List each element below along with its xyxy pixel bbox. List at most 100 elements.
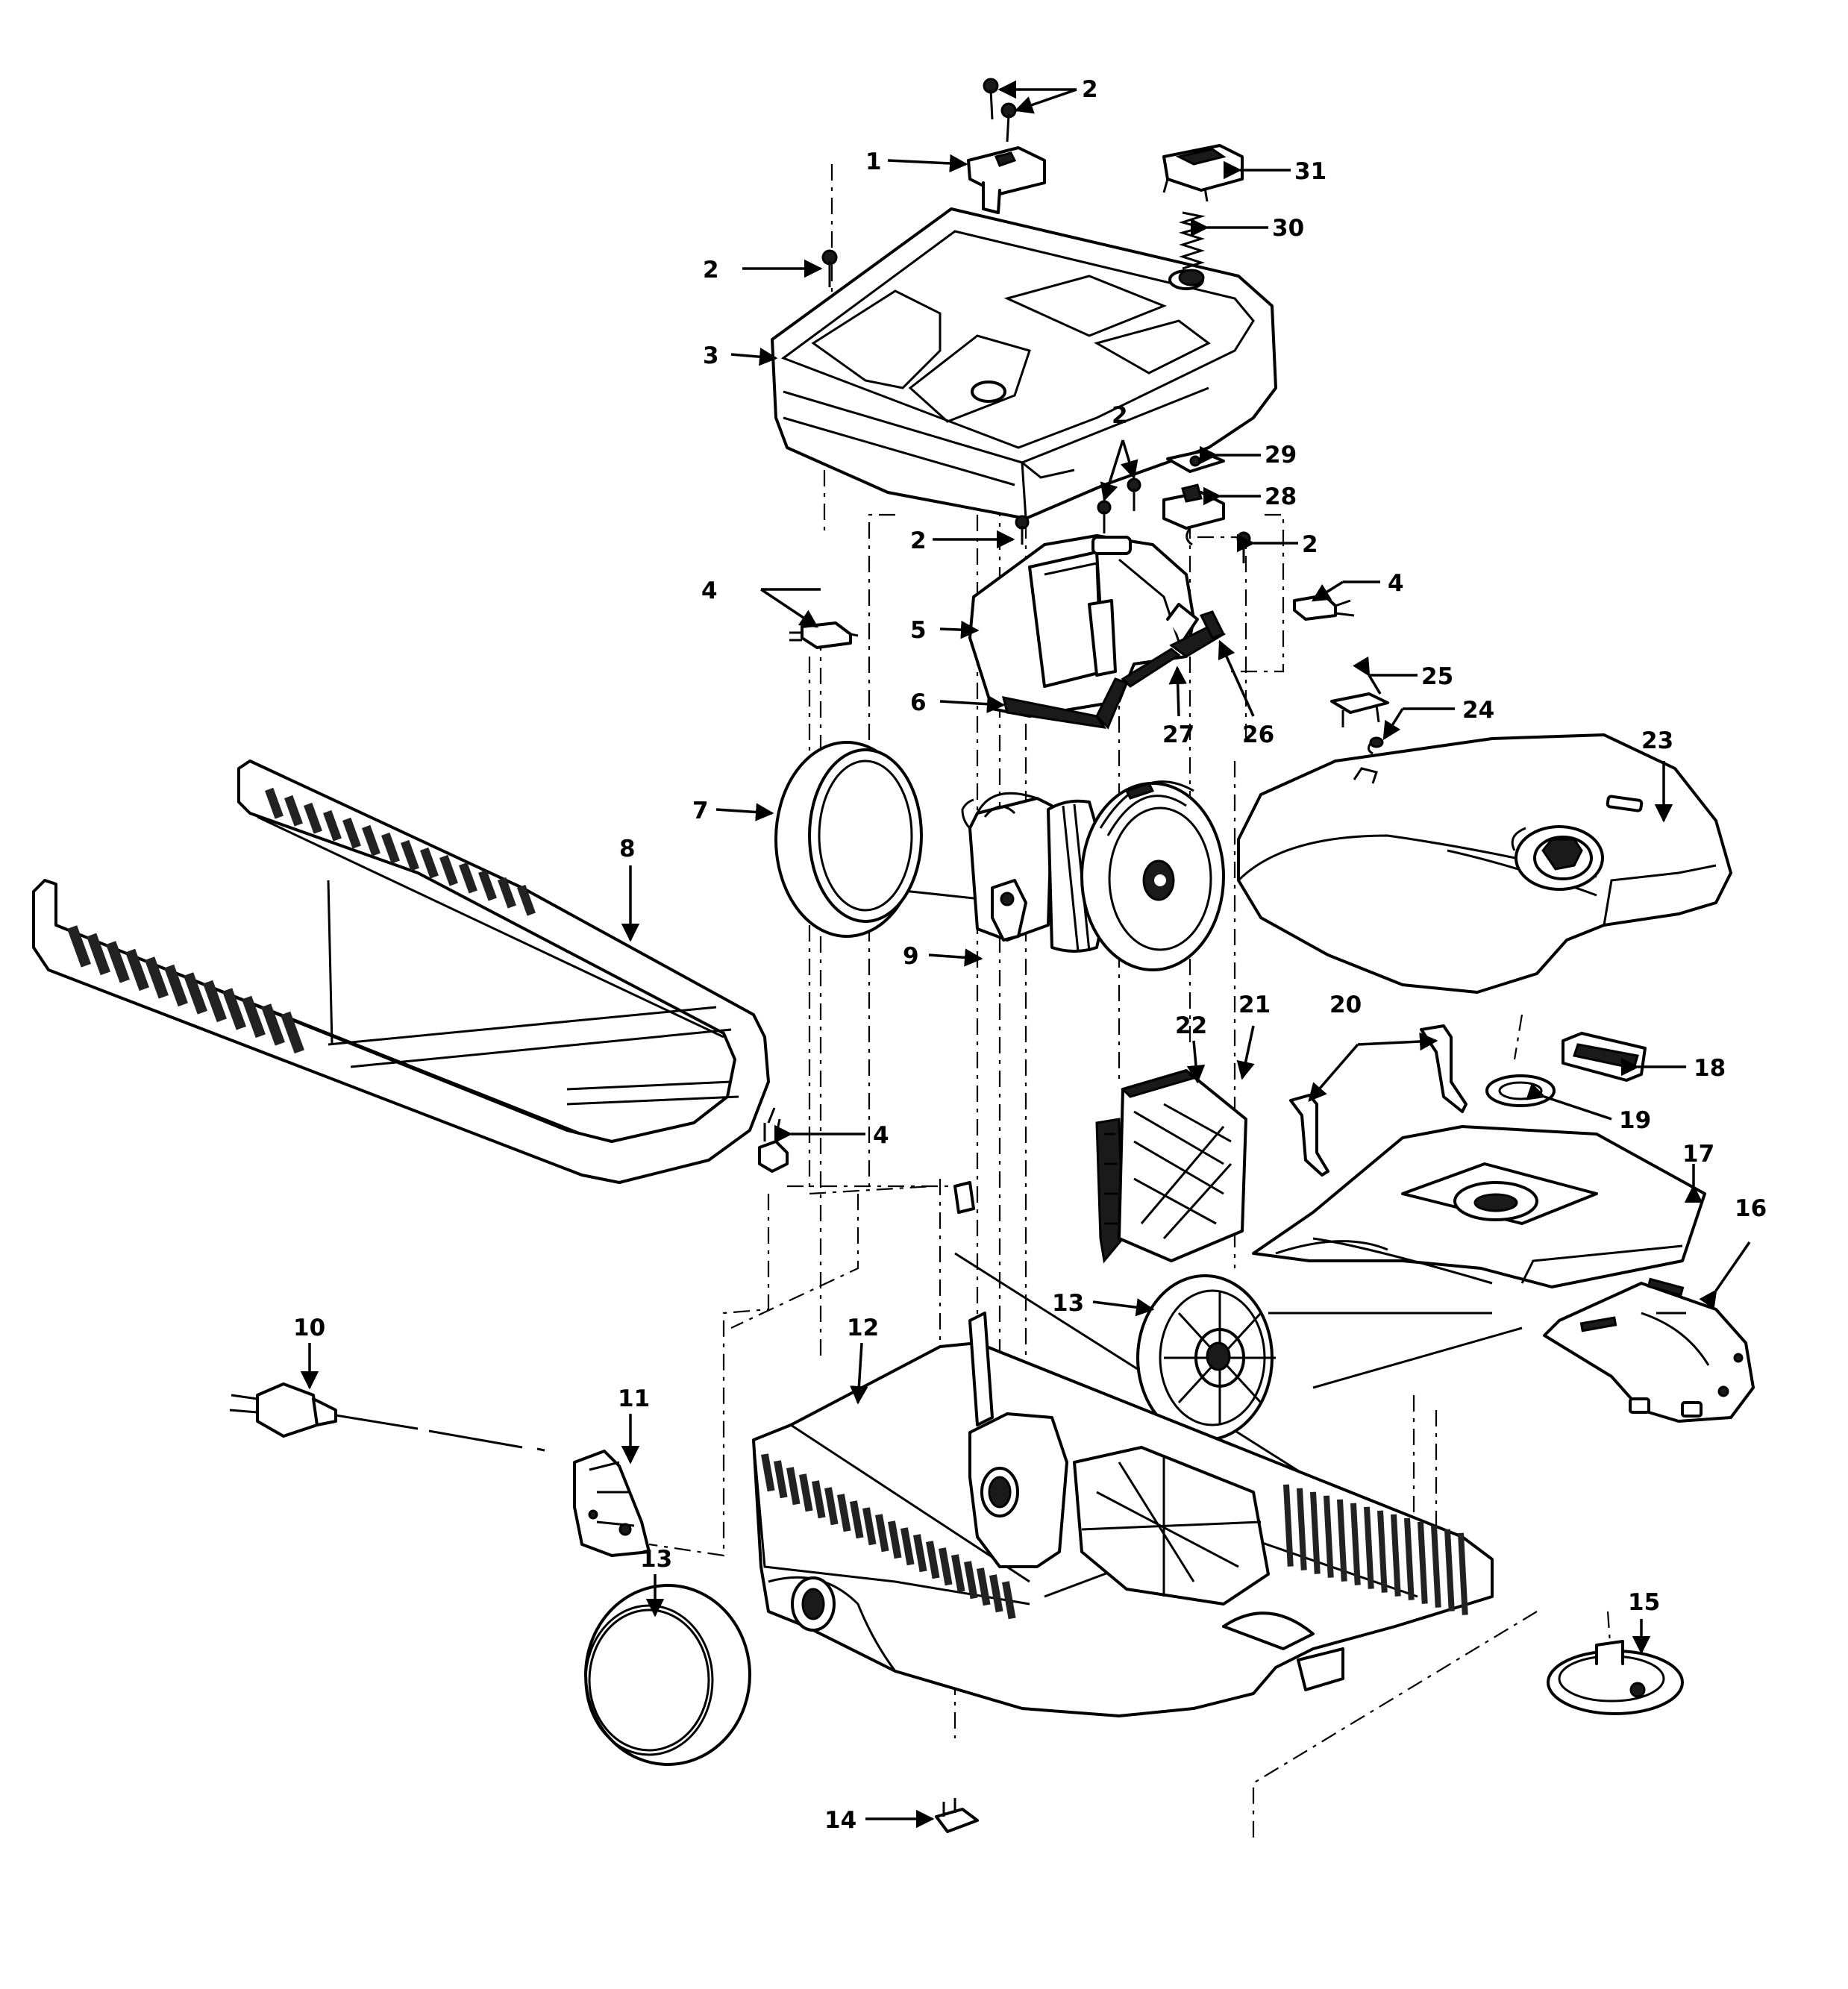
part-11-cord-holder: [573, 1450, 651, 1557]
part-10-power-cord: [229, 1382, 545, 1452]
callout-3: 3: [703, 342, 719, 369]
callout-31: 31: [1294, 158, 1327, 185]
part-18-latch-block: [1562, 1032, 1647, 1082]
grille-slot: [458, 862, 477, 894]
part-14-foot: [935, 1798, 979, 1833]
callout-11: 11: [618, 1385, 650, 1412]
grille-slot: [1337, 1499, 1347, 1582]
part-5-motor-housing: [968, 534, 1199, 718]
callout-7: 7: [692, 798, 709, 824]
grille-slot: [888, 1520, 902, 1559]
part-4-connector-lower: [758, 1107, 789, 1173]
part-27-gasket-strip: [1121, 648, 1181, 688]
grille-slot: [381, 832, 400, 864]
callout-2-housing-right: 2: [1302, 531, 1318, 558]
grille-slot: [106, 941, 130, 983]
grille-slot: [323, 809, 342, 842]
grille-slot: [87, 933, 110, 976]
grille-slot: [926, 1541, 940, 1579]
part-24-pin: [1368, 736, 1384, 755]
callout-4-lower: 4: [873, 1122, 889, 1149]
part-31-release-button: [1162, 144, 1244, 202]
part-1-latch: [967, 146, 1046, 214]
grille-slot: [439, 854, 458, 886]
grille-slot: [963, 1561, 978, 1600]
callout-13-front: 13: [640, 1546, 672, 1573]
grille-slot: [989, 1574, 1003, 1613]
part-13-wheel-front: [584, 1584, 751, 1766]
grille-slot: [774, 1460, 788, 1499]
screw-housing-left: [1015, 515, 1030, 545]
grille-slot: [1324, 1495, 1334, 1578]
grille-slot: [1458, 1532, 1468, 1615]
grille-slot: [1418, 1521, 1428, 1604]
grille-slot: [145, 956, 169, 999]
callout-14: 14: [824, 1807, 856, 1834]
grille-slot: [284, 795, 303, 827]
grille-slot: [1310, 1491, 1321, 1574]
callout-22: 22: [1175, 1012, 1207, 1039]
grille-slot: [67, 925, 91, 968]
screw-housing-right: [1236, 531, 1251, 563]
part-7-motor-ring: [774, 741, 923, 938]
callout-27: 27: [1162, 721, 1194, 748]
grille-slot: [261, 1003, 285, 1046]
grille-slot: [862, 1507, 877, 1546]
grille-slot: [1283, 1484, 1294, 1567]
grille-slot: [950, 1554, 965, 1593]
grille-slot: [1350, 1503, 1361, 1585]
grille-slot: [874, 1514, 889, 1553]
callout-10: 10: [293, 1315, 325, 1341]
grille-slot: [1297, 1488, 1307, 1570]
part-26-gasket-corner: [1169, 610, 1227, 658]
callout-5: 5: [910, 617, 927, 644]
grille-slot: [342, 817, 361, 849]
part-19-seal-ring: [1485, 1074, 1556, 1107]
part-3-top-cover: [771, 207, 1277, 520]
grille-slot: [1391, 1514, 1401, 1597]
callout-28: 28: [1265, 483, 1297, 510]
part-15-bottom-cover: [1547, 1640, 1684, 1715]
callout-16: 16: [1735, 1195, 1767, 1222]
callout-labels: 2 1 31 30 2 3 2 29 28 2 2 4 4 5 25 24 6 …: [293, 76, 1767, 1834]
screw-top-a: [983, 78, 999, 120]
part-6-gasket: [1001, 677, 1129, 730]
grille-slot: [1001, 1581, 1016, 1620]
part-16-rear-bracket: [1543, 1277, 1755, 1423]
callout-2-left: 2: [703, 257, 719, 284]
callout-2-top: 2: [1082, 76, 1098, 103]
grille-slot: [1364, 1506, 1374, 1589]
screw-top-b: [1000, 102, 1017, 142]
leader-lines: [300, 80, 1751, 1829]
part-13-wheel-rear: [1136, 1274, 1276, 1441]
callout-23: 23: [1641, 727, 1673, 754]
callout-13-rear: 13: [1052, 1290, 1084, 1317]
grille-slot: [824, 1487, 839, 1526]
grille-slot: [222, 988, 246, 1030]
grille-slot: [184, 972, 207, 1015]
grille-slot: [517, 884, 536, 916]
callout-1: 1: [865, 148, 882, 175]
part-9-motor: [961, 780, 1225, 971]
grille-slot: [362, 824, 380, 856]
grille-slot: [977, 1567, 991, 1606]
grille-slot: [798, 1473, 813, 1512]
callout-8: 8: [619, 836, 636, 862]
part-4-connector-upper-left: [789, 621, 859, 649]
callout-25: 25: [1421, 663, 1453, 690]
callout-2-housing-left: 2: [910, 527, 927, 554]
callout-24: 24: [1462, 697, 1494, 724]
grille-slot: [1431, 1525, 1441, 1608]
grille-slot: [420, 847, 439, 879]
grille-slot: [850, 1500, 864, 1539]
grille-slot: [281, 1011, 304, 1054]
callout-15: 15: [1628, 1589, 1660, 1616]
part-12-base: [752, 1181, 1494, 1717]
grille-slot: [304, 802, 322, 834]
grille-slot: [1377, 1510, 1388, 1593]
base-grille: [761, 1453, 1468, 1620]
part-28-switch: [1162, 483, 1225, 546]
part-17-bag-plate: [1252, 1125, 1706, 1288]
callout-26: 26: [1242, 721, 1274, 748]
